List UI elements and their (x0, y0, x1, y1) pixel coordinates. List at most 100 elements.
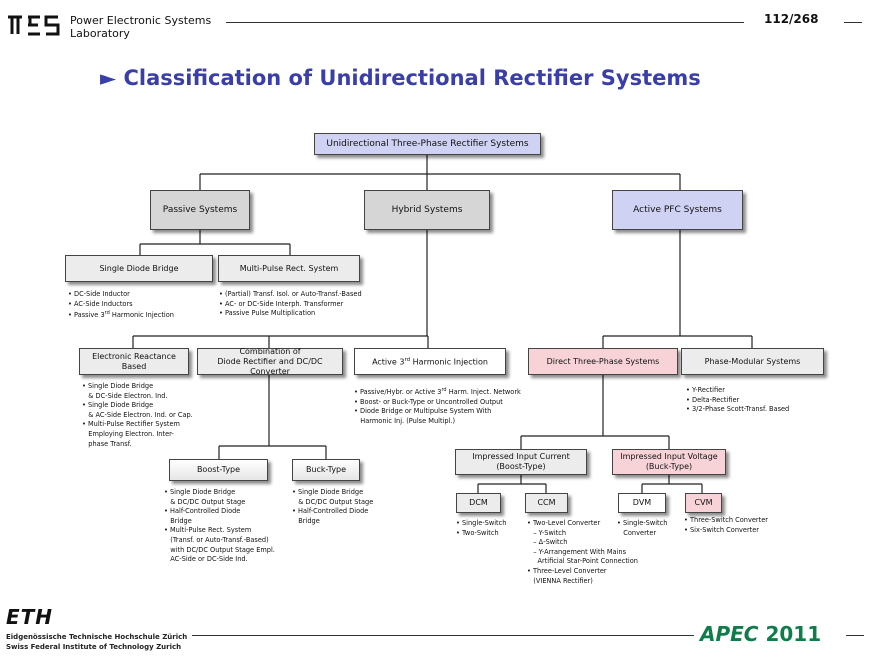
list-item: • Single Diode Bridge (82, 382, 154, 390)
node-ccm-label: CCM (537, 498, 556, 507)
list-item: • AC- or DC-Side Interph. Transformer (219, 299, 344, 308)
list-electronic-reactance: • Single Diode Bridge & DC-Side Electron… (82, 382, 193, 449)
list-item: • Y-Rectifier (686, 386, 725, 394)
node-buck-type-label: Buck-Type (305, 465, 347, 474)
list-item: • Delta-Rectifier (686, 395, 740, 404)
list-item: • Passive Pulse Multiplication (219, 309, 316, 318)
list-ccm: • Two-Level Converter – Y-Switch – Δ-Swi… (527, 519, 638, 586)
eth-name-line2: Swiss Federal Institute of Technology Zu… (6, 643, 182, 651)
apec-brand: APEC (700, 622, 759, 646)
list-item: with DC/DC Output Stage Empl. (164, 545, 275, 554)
node-active-label: Active PFC Systems (633, 205, 722, 215)
list-item: & AC-Side Electron. Ind. or Cap. (82, 410, 193, 419)
node-multi-pulse: Multi-Pulse Rect. System (218, 255, 360, 282)
node-phase-modular: Phase-Modular Systems (681, 348, 824, 375)
node-electronic-reactance-label: Electronic Reactance Based (92, 351, 176, 371)
node-boost-type: Boost-Type (169, 459, 268, 481)
node-ccm: CCM (525, 493, 568, 513)
node-direct-three-phase: Direct Three-Phase Systems (528, 348, 678, 375)
list-item: • Passive/Hybr. or Active 3rd Harm. Inje… (354, 387, 521, 397)
apec-year: 2011 (765, 622, 822, 646)
node-root-label: Unidirectional Three-Phase Rectifier Sys… (326, 139, 529, 149)
list-dcm: • Single-Switch • Two-Switch (456, 519, 506, 538)
node-boost-type-label: Boost-Type (196, 465, 241, 474)
list-dvm: • Single-Switch Converter (617, 519, 667, 538)
list-item: Bridge (292, 516, 320, 525)
eth-logo: ETH (6, 605, 54, 629)
list-item: • Two-Level Converter (527, 519, 601, 527)
list-item: • Single Diode Bridge (164, 488, 236, 496)
list-item: Employing Electron. Inter- (82, 429, 174, 438)
page-title: ► Classification of Unidirectional Recti… (100, 66, 701, 90)
footer-rule-right (846, 635, 864, 636)
list-item: Artificial Star-Point Connection (527, 557, 638, 566)
node-cvm-label: CVM (694, 498, 713, 507)
list-item: & DC-Side Electron. Ind. (82, 391, 168, 400)
list-item: AC-Side or DC-Side Ind. (164, 555, 248, 564)
list-item: – Δ-Switch (527, 538, 568, 547)
node-single-diode-bridge: Single Diode Bridge (65, 255, 213, 282)
list-item: – Y-Switch (527, 528, 567, 537)
node-impressed-current: Impressed Input Current (Boost-Type) (455, 449, 587, 475)
page-title-text: Classification of Unidirectional Rectifi… (123, 66, 701, 90)
list-item: • Single-Switch (617, 519, 668, 527)
node-combination-line2: Diode Rectifier and DC/DC Converter (217, 356, 323, 376)
header-rule-right (844, 22, 862, 23)
list-item: • Three-Switch Converter (684, 516, 768, 524)
list-item: & DC/DC Output Stage (292, 497, 374, 506)
node-impressed-voltage-line1: Impressed Input Voltage (620, 452, 718, 461)
list-item: Bridge (164, 516, 192, 525)
list-item: • Multi-Pulse Rect. System (164, 526, 252, 535)
list-item: • Passive 3rd Harmonic Injection (68, 310, 174, 320)
list-phase-modular: • Y-Rectifier • Delta-Rectifier • 3/2-Ph… (686, 386, 789, 415)
list-item: • Single Diode Bridge (82, 401, 154, 410)
list-item: • Multi-Pulse Rectifier System (82, 420, 180, 429)
node-phase-modular-label: Phase-Modular Systems (704, 356, 801, 366)
node-direct-three-phase-label: Direct Three-Phase Systems (546, 356, 660, 366)
node-dvm-label: DVM (632, 498, 652, 507)
list-item: • AC-Side Inductors (68, 299, 133, 308)
node-dvm: DVM (618, 493, 666, 513)
list-active-3rd-harmonic: • Passive/Hybr. or Active 3rd Harm. Inje… (354, 386, 521, 427)
list-item: • Six-Switch Converter (684, 525, 760, 534)
list-item: phase Transf. (82, 439, 132, 448)
node-root: Unidirectional Three-Phase Rectifier Sys… (314, 133, 541, 155)
eth-name-line1: Eidgenössische Technische Hochschule Zür… (6, 633, 188, 641)
list-item: • Half-Controlled Diode (164, 507, 241, 516)
list-item: • Boost- or Buck-Type or Uncontrolled Ou… (354, 397, 503, 406)
list-item: • Diode Bridge or Multipulse System With (354, 407, 492, 416)
lab-name: Power Electronic Systems Laboratory (70, 14, 211, 40)
footer-rule (192, 635, 694, 636)
list-item: (Transf. or Auto-Transf.-Based) (164, 535, 269, 544)
list-item: – Y-Arrangement With Mains (527, 547, 627, 556)
node-buck-type: Buck-Type (292, 459, 360, 481)
list-buck-type: • Single Diode Bridge & DC/DC Output Sta… (292, 488, 373, 526)
pes-logo (8, 15, 60, 36)
node-impressed-voltage-line2: (Buck-Type) (645, 462, 693, 471)
node-single-diode-bridge-label: Single Diode Bridge (99, 263, 179, 273)
page-number: 112/268 (764, 12, 819, 26)
title-arrow-icon: ► (100, 66, 124, 90)
list-item: • Half-Controlled Diode (292, 507, 369, 516)
list-item: • Two-Switch (456, 528, 499, 537)
list-item: • Three-Level Converter (527, 566, 607, 575)
node-passive-systems: Passive Systems (150, 190, 250, 230)
header-rule (226, 22, 744, 23)
apec-logo: APEC 2011 (700, 622, 821, 646)
node-hybrid-label: Hybrid Systems (391, 205, 463, 215)
list-cvm: • Three-Switch Converter • Six-Switch Co… (684, 516, 768, 535)
list-boost-type: • Single Diode Bridge & DC/DC Output Sta… (164, 488, 275, 565)
node-combination: Combination of Diode Rectifier and DC/DC… (197, 346, 343, 376)
list-item: Harmonic Inj. (Pulse Multipl.) (354, 416, 456, 425)
node-passive-label: Passive Systems (162, 205, 238, 215)
node-impressed-current-line1: Impressed Input Current (472, 452, 570, 461)
node-dcm-label: DCM (469, 498, 488, 507)
list-single-diode-bridge: • DC-Side Inductor • AC-Side Inductors •… (68, 290, 174, 321)
node-multi-pulse-label: Multi-Pulse Rect. System (239, 263, 339, 273)
node-active-3rd-label: Active 3rd Harmonic Injection (372, 357, 488, 367)
node-combination-line1: Combination of (239, 346, 301, 356)
list-item: Converter (617, 528, 657, 537)
list-item: & DC/DC Output Stage (164, 497, 246, 506)
list-item: • Single-Switch (456, 519, 507, 527)
